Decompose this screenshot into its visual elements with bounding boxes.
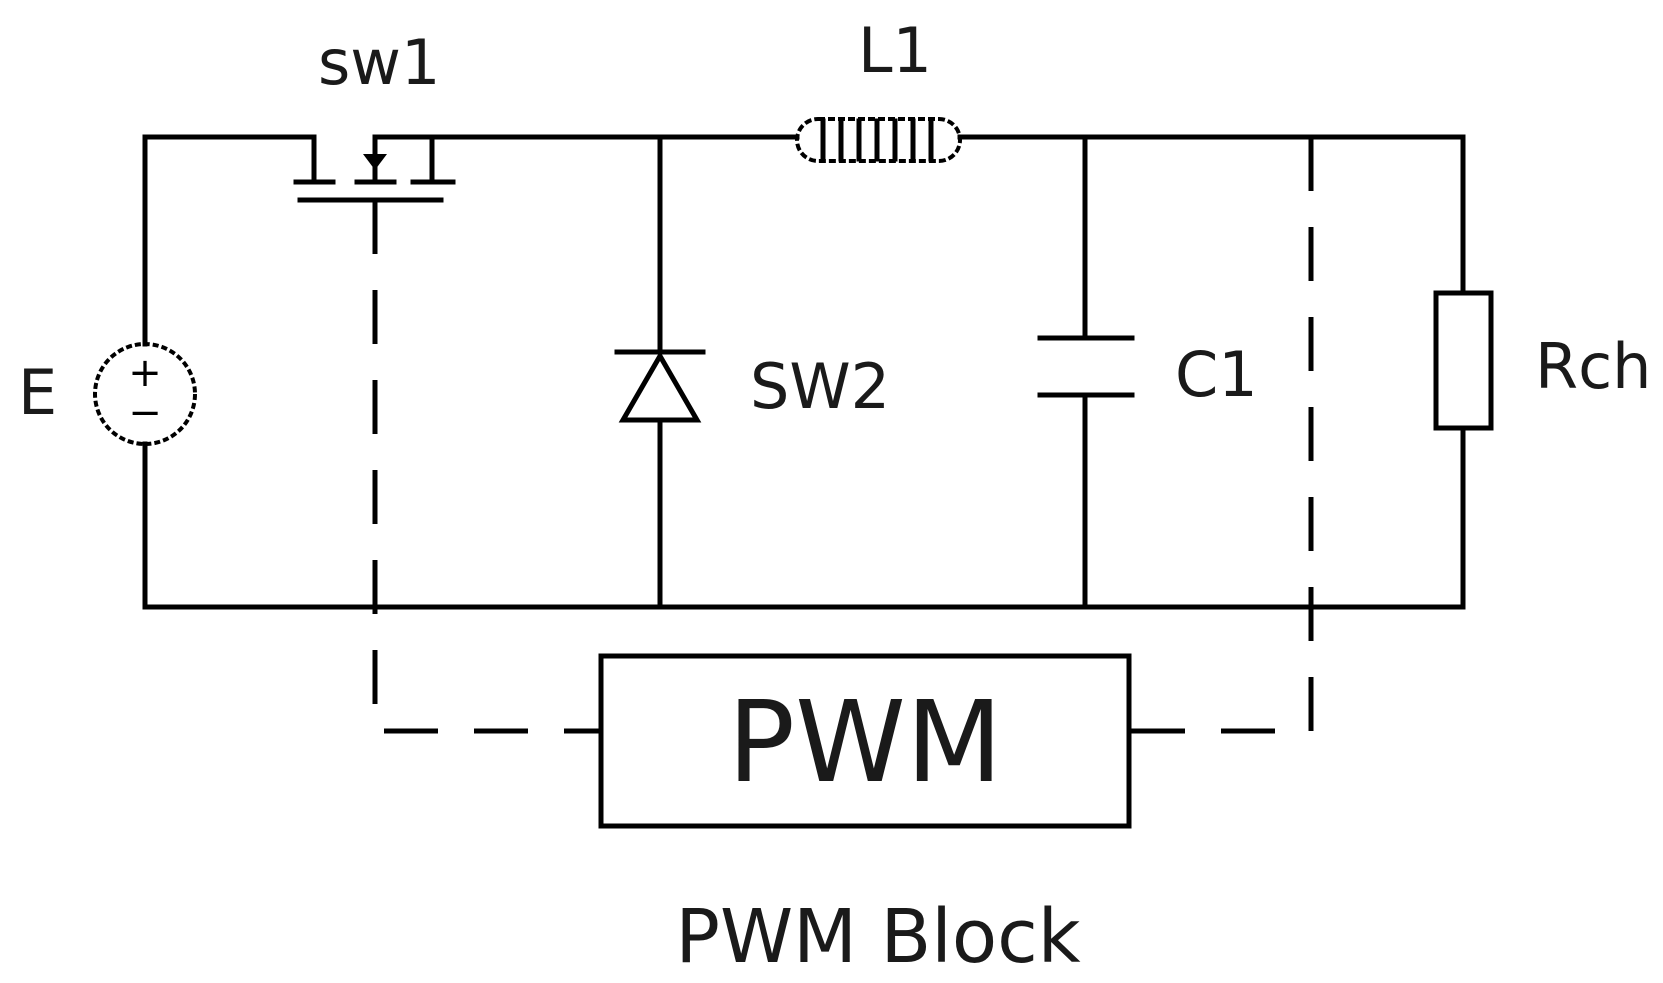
l1-label: L1 xyxy=(858,14,932,87)
inductor-symbol xyxy=(795,117,962,163)
sw2-label: SW2 xyxy=(750,350,890,423)
c1-label: C1 xyxy=(1175,338,1258,411)
pwm-feedback-line xyxy=(1130,137,1314,734)
source-plus-sign: + xyxy=(128,350,162,396)
load-resistor-symbol xyxy=(1433,290,1494,431)
circuit-wires xyxy=(142,134,1466,610)
pwm-control-lines xyxy=(372,137,1314,734)
sw1-label: sw1 xyxy=(318,26,440,99)
mosfet-switch-symbol xyxy=(293,134,456,203)
pwm-label: PWM xyxy=(728,678,1003,808)
source-label: E xyxy=(18,356,57,429)
source-minus-sign: − xyxy=(128,390,162,436)
pwm-block-caption: PWM Block xyxy=(675,894,1080,980)
diode-symbol xyxy=(614,349,706,423)
voltage-source-symbol: + − xyxy=(93,342,197,446)
pwm-to-sw1-control-line xyxy=(372,200,601,734)
capacitor-symbol xyxy=(1037,335,1135,398)
rch-label: Rch xyxy=(1535,330,1651,403)
pwm-block: PWM xyxy=(598,653,1132,829)
